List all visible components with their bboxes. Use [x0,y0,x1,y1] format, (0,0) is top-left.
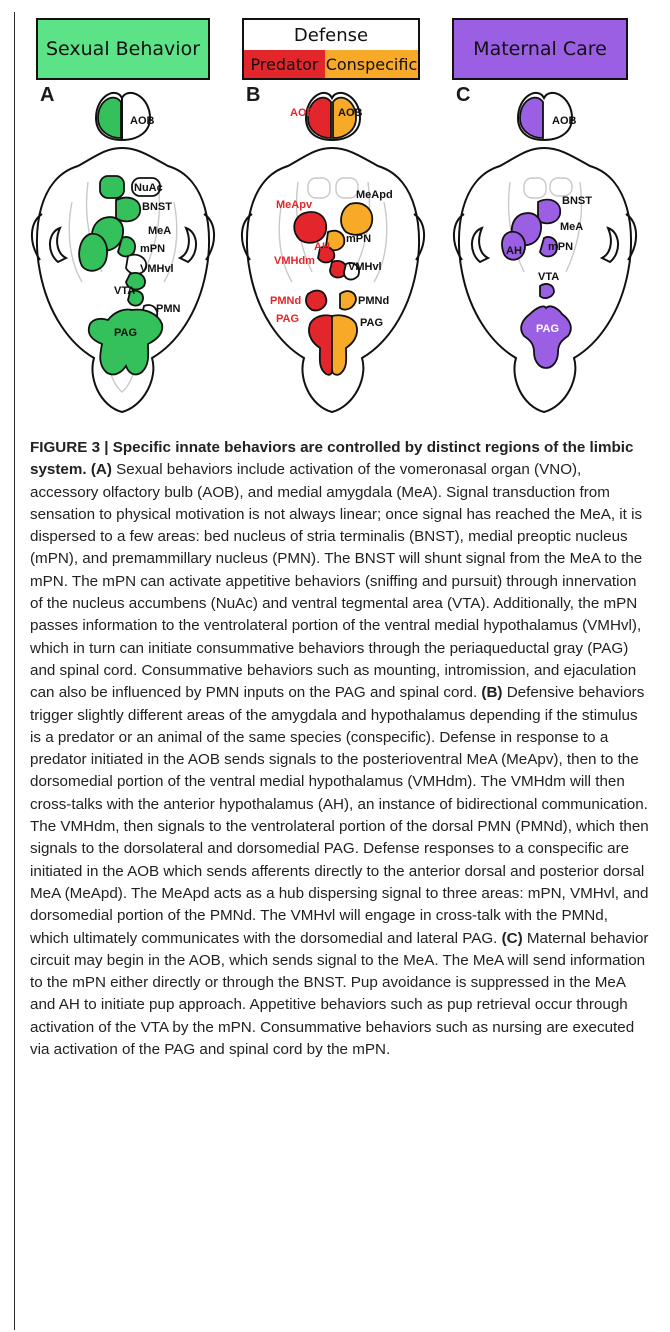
figure-label: FIGURE 3 | Specific innate behaviors are… [30,439,634,479]
caption-tag-a: (A) [90,461,112,479]
sexual-behavior-header: Sexual Behavior [36,18,210,80]
label-b-mpn: mPN [346,233,371,245]
label-b-ah: AH [314,241,330,253]
label-a-mea: MeA [148,225,171,237]
defense-subtypes: Predator Conspecific [244,50,418,78]
brain-diagram-c: AOB BNST MeA AH mPN VTA PAG [453,91,637,414]
label-a-bnst: BNST [142,201,172,213]
label-b-pag-conspecific: PAG [360,317,383,329]
conspecific-label: Conspecific [324,50,418,78]
label-a-vta: VTA [114,285,135,297]
label-b-vmhvl: VMHvl [348,261,382,273]
label-c-bnst: BNST [562,195,592,207]
panel-letter-b: B [246,84,261,106]
label-a-aob: AOB [130,115,155,127]
label-b-aob-conspecific: AOB [338,107,363,119]
panel-letter-c: C [456,84,471,106]
label-b-aob-predator: AOB [290,107,315,119]
brain-diagram-a: AOB NuAc BNST MeA mPN VMHvl VTA PMN PAG [31,91,215,414]
label-c-vta: VTA [538,271,559,283]
label-a-vmhvl: VMHvl [140,263,174,275]
caption-tag-b: (B) [481,684,503,702]
figure-caption: FIGURE 3 | Specific innate behaviors are… [30,437,650,1061]
label-a-nuac: NuAc [134,182,163,194]
panel-letter-a: A [40,84,55,106]
label-a-pag: PAG [114,327,137,339]
brain-diagram-b: AOB AOB MeApv MeApd mPN AH VMHdm VMHvl P… [241,91,425,414]
label-a-pmn: PMN [156,303,181,315]
defense-label: Defense [293,24,369,46]
label-a-mpn: mPN [140,243,165,255]
label-b-pmnd-predator: PMNd [270,295,301,307]
caption-text-c: Maternal behavior circuit may begin in t… [30,929,649,1059]
caption-tag-c: (C) [501,929,523,947]
label-c-mea: MeA [560,221,583,233]
label-b-meapd: MeApd [356,189,393,201]
label-b-pag-predator: PAG [276,313,299,325]
caption-text-b: Defensive behaviors trigger slightly dif… [30,684,649,947]
label-c-mpn: mPN [548,241,573,253]
caption-text-a: Sexual behaviors include activation of t… [30,461,643,702]
label-c-pag: PAG [536,323,559,335]
defense-header: Defense Predator Conspecific [242,18,420,80]
label-c-aob: AOB [552,115,577,127]
label-c-ah: AH [506,245,522,257]
predator-label: Predator [244,50,325,78]
label-b-vmhdm: VMHdm [274,255,315,267]
label-b-pmnd-conspecific: PMNd [358,295,389,307]
sexual-behavior-label: Sexual Behavior [45,38,201,60]
maternal-care-header: Maternal Care [452,18,628,80]
label-b-meapv: MeApv [276,199,313,211]
maternal-care-label: Maternal Care [473,38,607,60]
figure-frame [14,12,656,1330]
